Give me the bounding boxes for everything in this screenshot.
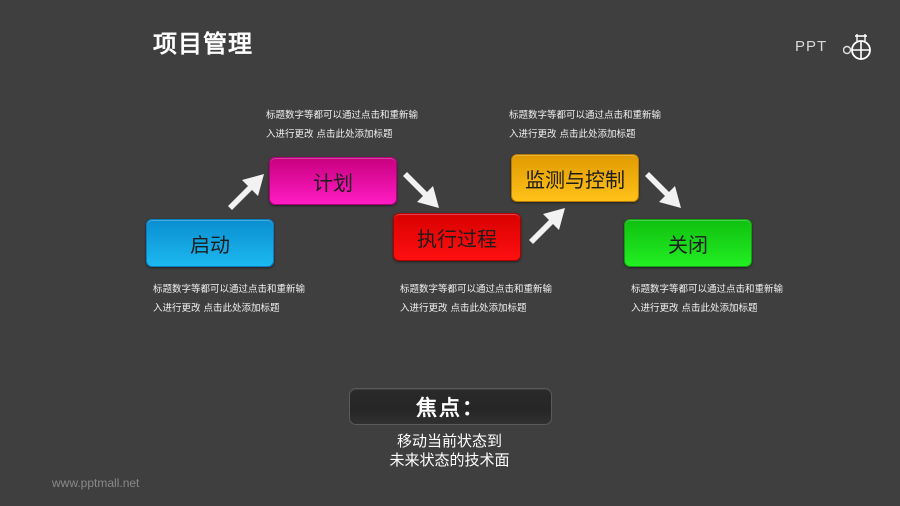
logo-text: PPT — [795, 38, 828, 55]
step-box-plan[interactable]: 计划 — [269, 157, 397, 205]
arrow-up-right-icon — [228, 174, 264, 210]
logo: PPT — [795, 34, 875, 66]
step-description-close[interactable]: 标题数字等都可以通过点击和重新输 入进行更改 点击此处添加标题 — [631, 284, 784, 314]
step-description-execute[interactable]: 标题数字等都可以通过点击和重新输 入进行更改 点击此处添加标题 — [400, 284, 553, 314]
page-title: 项目管理 — [153, 30, 253, 58]
focus-label: 焦点： — [416, 395, 485, 420]
step-label: 执行过程 — [417, 226, 497, 251]
watermark: www.pptmall.net — [52, 476, 140, 490]
ppt-o-circle-icon — [843, 34, 871, 60]
step-label: 启动 — [190, 232, 230, 257]
focus-description[interactable]: 移动当前状态到 未来状态的技术面 — [389, 432, 510, 469]
step-label: 关闭 — [668, 232, 708, 257]
step-description-monitor[interactable]: 标题数字等都可以通过点击和重新输 入进行更改 点击此处添加标题 — [509, 110, 662, 140]
step-description-start[interactable]: 标题数字等都可以通过点击和重新输 入进行更改 点击此处添加标题 — [153, 284, 306, 314]
step-label: 监测与控制 — [525, 167, 625, 192]
step-box-execute[interactable]: 执行过程 — [393, 213, 521, 261]
step-label: 计划 — [313, 170, 353, 195]
step-box-monitor[interactable]: 监测与控制 — [511, 154, 639, 202]
step-box-close[interactable]: 关闭 — [624, 219, 752, 267]
step-description-plan[interactable]: 标题数字等都可以通过点击和重新输 入进行更改 点击此处添加标题 — [266, 110, 419, 140]
step-box-start[interactable]: 启动 — [146, 219, 274, 267]
arrow-down-right-icon — [403, 172, 439, 208]
focus-label-bar[interactable]: 焦点： — [349, 388, 552, 425]
arrow-up-right-icon — [529, 208, 565, 244]
arrow-down-right-icon — [645, 172, 681, 208]
